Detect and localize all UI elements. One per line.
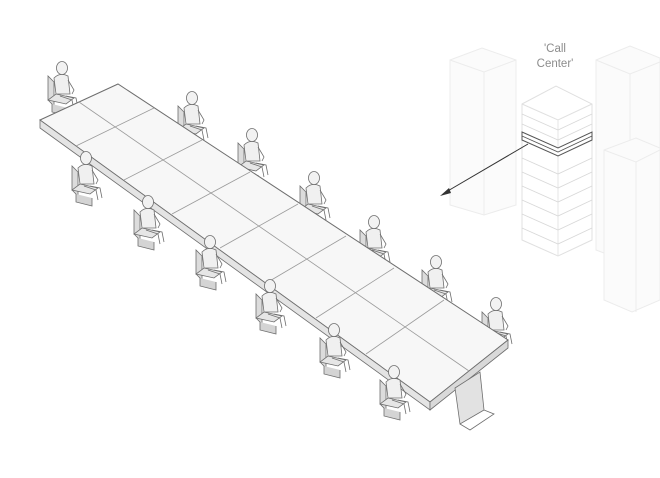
call-center-label-line1: 'Call — [543, 43, 566, 55]
pointer-arrow — [440, 143, 529, 196]
call-center-label: 'Call Center' — [510, 42, 600, 72]
call-center-tower — [521, 85, 593, 257]
call-center-label-line2: Center' — [536, 58, 574, 70]
ghost-tower-bottom — [603, 137, 660, 313]
ghost-tower-left — [449, 47, 517, 216]
